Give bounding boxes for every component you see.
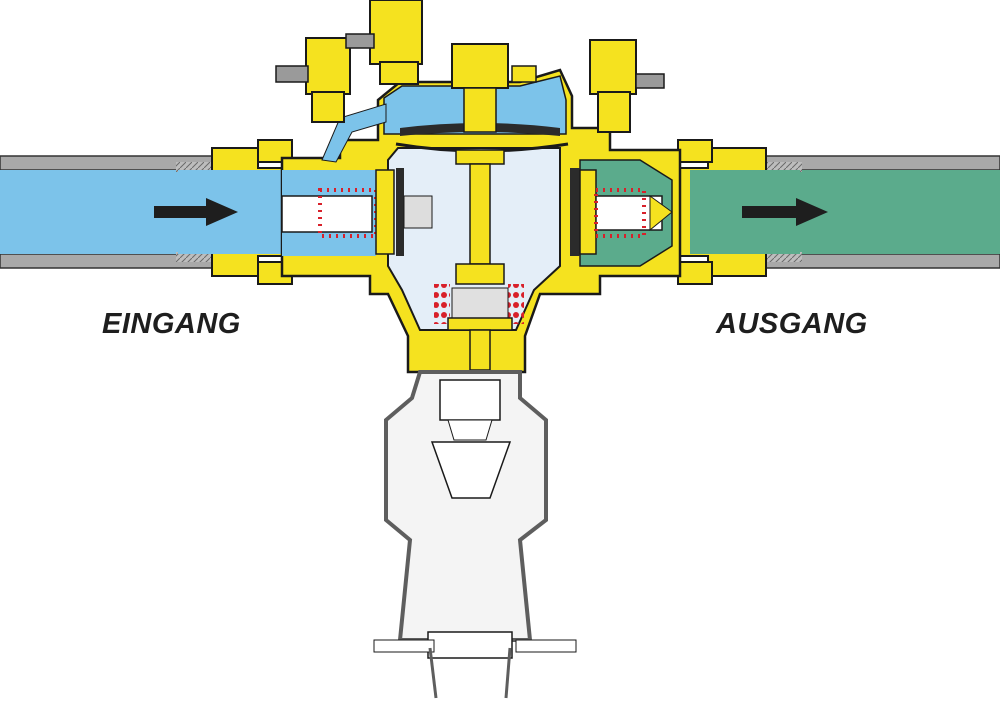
flow-arrow-icon xyxy=(154,198,238,226)
drain-funnel xyxy=(373,370,577,699)
inlet-label: EINGANG xyxy=(102,308,241,340)
flow-arrow-icon xyxy=(742,198,828,226)
inlet-check-valve xyxy=(281,168,433,256)
valve-stem xyxy=(434,87,524,371)
outlet-check-valve xyxy=(570,168,673,256)
outlet-label: AUSGANG xyxy=(716,308,868,340)
